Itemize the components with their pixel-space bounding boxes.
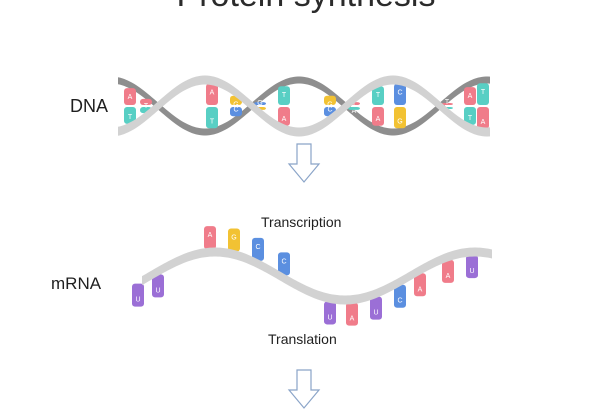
base-letter: A [446, 273, 451, 280]
base-letter: T [352, 100, 357, 107]
base-letter: U [469, 268, 474, 275]
base-A [204, 226, 216, 250]
base-letter: A [376, 116, 381, 123]
base-U [132, 283, 144, 307]
base-U [152, 274, 164, 298]
base-letter: A [481, 119, 486, 126]
base-A [442, 259, 454, 283]
base-A [414, 273, 426, 297]
base-T [464, 107, 476, 125]
base-C [278, 252, 290, 276]
base-letter: U [155, 287, 160, 294]
base-C [252, 237, 264, 261]
base-letter: C [397, 90, 402, 97]
base-U [466, 255, 478, 279]
down-arrow-icon [287, 143, 321, 183]
base-letter: G [397, 118, 402, 125]
base-letter: T [376, 92, 381, 99]
base-letter: T [468, 115, 473, 122]
base-T [278, 86, 290, 105]
base-A [206, 83, 218, 105]
base-G [394, 107, 406, 129]
base-C [254, 102, 266, 105]
mrna-strand: U U A G C C U A U C A A U [132, 226, 492, 326]
base-A [464, 87, 476, 105]
base-A [372, 107, 384, 126]
arrow-shape [287, 143, 321, 183]
dna-backbone-front [118, 75, 490, 137]
base-letter: U [327, 314, 332, 321]
base-A [140, 98, 152, 105]
base-letter: A [128, 94, 133, 101]
base-T [206, 107, 218, 129]
base-letter: C [327, 106, 332, 113]
base-letter: A [282, 116, 287, 123]
base-letter: A [208, 232, 213, 239]
base-letter: T [282, 92, 287, 99]
base-letter: C [233, 106, 238, 113]
base-letter: A [468, 93, 473, 100]
base-A [441, 102, 453, 105]
base-letter: A [352, 108, 357, 115]
mrna-label: mRNA [51, 274, 102, 293]
base-A [477, 107, 489, 129]
base-letter: C [397, 298, 402, 305]
base-letter: C [255, 244, 260, 251]
base-A [346, 302, 358, 326]
base-letter: G [257, 100, 262, 107]
base-U [324, 301, 336, 325]
base-letter: T [128, 114, 133, 121]
base-A [278, 107, 290, 126]
transcription-label: Transcription [261, 214, 342, 230]
base-U [370, 296, 382, 320]
base-letter: T [144, 103, 149, 110]
base-letter: A [210, 90, 215, 97]
base-letter: A [418, 286, 423, 293]
dna-backbone-back [118, 76, 490, 136]
base-letter: A [350, 316, 355, 323]
base-C [394, 284, 406, 308]
translation-label: Translation [268, 331, 337, 347]
base-letter: C [281, 258, 286, 265]
base-A [124, 88, 136, 105]
base-T [477, 83, 489, 105]
base-G [324, 95, 336, 105]
dna-double-helix: ATATATGCCGTAGCATTACGATATTA [118, 75, 490, 137]
arrow-shape [287, 369, 321, 409]
down-arrow-icon [287, 369, 321, 409]
base-C [230, 107, 242, 117]
base-letter: G [231, 234, 236, 241]
base-letter: T [210, 118, 215, 125]
base-letter: U [373, 310, 378, 317]
dna-label: DNA [70, 96, 109, 116]
base-T [348, 107, 360, 110]
base-letter: T [445, 99, 450, 106]
page-title: Protein synthesis [0, 0, 612, 15]
base-letter: U [135, 297, 140, 304]
base-T [372, 86, 384, 105]
base-letter: G [233, 102, 238, 109]
base-T [124, 107, 136, 124]
base-G [228, 228, 240, 252]
base-C [394, 83, 406, 105]
mrna-backbone [142, 247, 492, 305]
base-letter: T [481, 89, 486, 96]
base-letter: G [327, 102, 332, 109]
